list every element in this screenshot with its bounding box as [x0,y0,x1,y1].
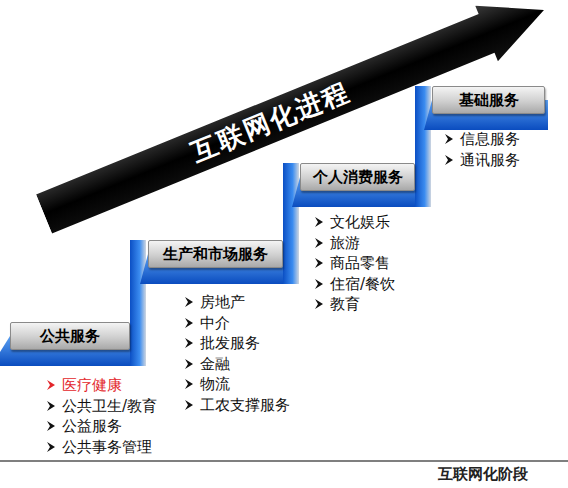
bullet-arrow [46,380,56,390]
bullet-shape [185,400,193,410]
item-text: 文化娱乐 [330,213,390,231]
step-riser [130,240,146,366]
list-item: 商品零售 [314,254,390,272]
list-item: 教育 [314,295,360,313]
item-text: 批发服务 [200,334,260,352]
bullet-shape [315,299,323,309]
bullet-arrow [184,400,194,410]
item-text: 物流 [200,375,230,393]
item-text: 房地产 [200,293,245,311]
bullet-arrow [46,442,56,452]
item-text: 医疗健康 [62,376,122,394]
item-text: 中介 [200,314,230,332]
bullet-shape [47,380,55,390]
axis-line [0,460,568,462]
bullet-shape [315,258,323,268]
step-heading: 生产和市场服务 [157,245,274,264]
step-heading: 基础服务 [453,91,525,110]
bullet-shape [445,134,453,144]
bullet-shape [315,279,323,289]
item-text: 公益服务 [62,417,122,435]
list-item: 物流 [184,375,230,393]
list-item: 医疗健康 [46,376,122,394]
list-item: 公共卫生/教育 [46,397,157,415]
item-text: 住宿/餐饮 [330,275,395,293]
item-text: 金融 [200,355,230,373]
step-riser [283,163,299,284]
step-heading: 公共服务 [34,327,106,346]
bullet-arrow [184,318,194,328]
step-plate: 生产和市场服务房地产中介批发服务金融物流工农支撑服务 [148,240,283,268]
item-text: 公共事务管理 [62,438,152,456]
bullet-shape [315,217,323,227]
step-plate: 个人消费服务文化娱乐旅游商品零售住宿/餐饮教育 [300,163,415,191]
item-text: 教育 [330,295,360,313]
bullet-arrow [184,297,194,307]
bullet-arrow [46,421,56,431]
bullet-shape [185,379,193,389]
bullet-shape [185,318,193,328]
arrow-polygon [33,0,556,241]
list-item: 中介 [184,314,230,332]
item-text: 信息服务 [460,130,520,148]
step-plate: 公共服务医疗健康公共卫生/教育公益服务公共事务管理 [10,322,130,350]
list-item: 旅游 [314,234,360,252]
step-riser [415,86,431,207]
bullet-arrow [184,359,194,369]
bullet-arrow [314,279,324,289]
bullet-arrow [314,217,324,227]
bullet-shape [47,421,55,431]
item-text: 旅游 [330,234,360,252]
bullet-arrow [444,134,454,144]
arrow-text: 互联网化进程 [186,73,355,169]
list-item: 信息服务 [444,130,520,148]
list-item: 房地产 [184,293,245,311]
bullet-shape [47,442,55,452]
list-item: 工农支撑服务 [184,396,290,414]
bullet-shape [185,338,193,348]
list-item: 通讯服务 [444,151,520,169]
step-heading: 个人消费服务 [307,168,409,187]
list-item: 金融 [184,355,230,373]
bullet-shape [185,297,193,307]
list-item: 公共事务管理 [46,438,152,456]
bullet-arrow [184,338,194,348]
bullet-shape [445,155,453,165]
list-item: 批发服务 [184,334,260,352]
item-text: 通讯服务 [460,151,520,169]
axis-label: 互联网化阶段 [438,465,528,484]
list-item: 公益服务 [46,417,122,435]
step-plate: 基础服务信息服务通讯服务 [432,86,545,114]
bullet-arrow [314,258,324,268]
bullet-arrow [444,155,454,165]
bullet-arrow [184,379,194,389]
bullet-shape [47,401,55,411]
item-text: 商品零售 [330,254,390,272]
bullet-arrow [46,401,56,411]
bullet-arrow [314,238,324,248]
bullet-arrow [314,299,324,309]
item-text: 公共卫生/教育 [62,397,157,415]
bullet-shape [315,238,323,248]
list-item: 住宿/餐饮 [314,275,395,293]
bullet-shape [185,359,193,369]
item-text: 工农支撑服务 [200,396,290,414]
list-item: 文化娱乐 [314,213,390,231]
